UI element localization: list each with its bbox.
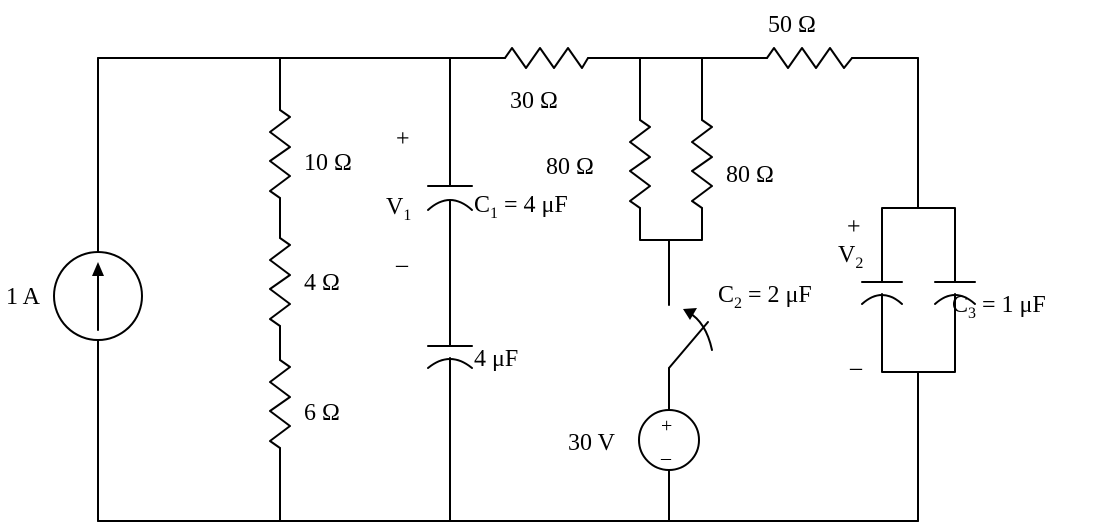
resistor-6-ohm: 6 Ω — [269, 359, 340, 449]
resistor-80-ohm-right: 80 Ω — [691, 119, 774, 209]
c4uf-label: 4 μF — [474, 346, 518, 372]
resistor-6-label: 6 Ω — [304, 400, 340, 426]
current-source-1a: 1 A — [6, 251, 143, 341]
switch — [668, 308, 713, 369]
resistor-30-label: 30 Ω — [510, 88, 558, 114]
v2-minus-sign: – — [849, 355, 863, 381]
resistor-80-left-label: 80 Ω — [546, 154, 594, 180]
v1-plus-sign: + — [396, 126, 410, 152]
current-source-circle — [53, 251, 143, 341]
resistor-50-ohm: 50 Ω — [766, 12, 853, 69]
c1-label: C1 = 4 μF — [474, 192, 568, 222]
voltage-v2: + V2 – — [838, 214, 863, 381]
capacitor-c1: C1 = 4 μF — [427, 185, 568, 222]
resistor-4-label: 4 Ω — [304, 270, 340, 296]
resistor-50-label: 50 Ω — [768, 12, 816, 38]
capacitor-4uf-series: 4 μF — [427, 345, 518, 372]
resistor-10-ohm: 10 Ω — [269, 109, 352, 199]
v1-label: V1 — [386, 194, 411, 224]
vs-minus-sign: – — [660, 447, 672, 469]
resistor-4-ohm: 4 Ω — [269, 237, 340, 327]
resistor-30-ohm: 30 Ω — [504, 47, 589, 114]
current-source-label: 1 A — [6, 284, 41, 310]
wires — [97, 57, 956, 522]
resistor-80-ohm-left: 80 Ω — [546, 119, 651, 209]
c2-label: C2 = 2 μF — [718, 282, 812, 312]
v1-minus-sign: – — [395, 252, 409, 278]
switch-arrowhead-icon — [683, 308, 697, 320]
c2-curved-plate — [861, 294, 903, 305]
voltage-source-circle — [638, 409, 700, 471]
resistor-80-right-label: 80 Ω — [726, 162, 774, 188]
c4uf-curved-plate — [427, 358, 473, 369]
vs-label: 30 V — [568, 430, 616, 456]
voltage-source-30v: + – 30 V — [568, 409, 700, 471]
current-arrowhead-icon — [92, 262, 104, 276]
c1-curved-plate — [427, 199, 473, 211]
v2-label: V2 — [838, 242, 863, 272]
vs-plus-sign: + — [661, 415, 672, 437]
resistor-10-label: 10 Ω — [304, 150, 352, 176]
switch-blade — [668, 321, 709, 369]
c3-curved-plate — [934, 294, 976, 305]
capacitor-c3: C3 = 1 μF — [934, 281, 1046, 322]
capacitor-c2: C2 = 2 μF — [718, 281, 903, 312]
v2-plus-sign: + — [847, 214, 861, 240]
voltage-v1: + V1 – — [386, 126, 411, 278]
c3-label: C3 = 1 μF — [952, 292, 1046, 322]
